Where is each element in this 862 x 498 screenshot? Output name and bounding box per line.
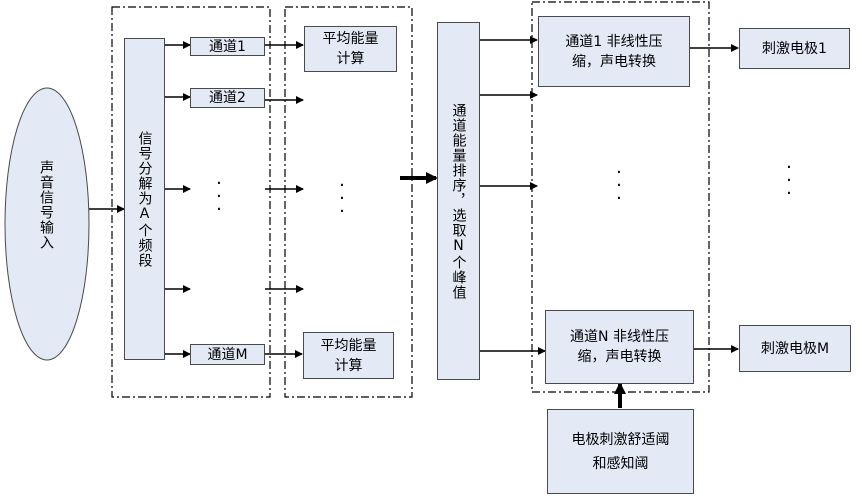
- input-ellipse: [4, 87, 90, 361]
- sort-block: 通道能量排序，选取N个峰值: [437, 22, 480, 380]
- compress-top-line2: 缩，声电转换: [572, 53, 656, 70]
- energy-box-bottom: 平均能量 计算: [303, 332, 394, 379]
- compress-box-top: 通道1 非线性压 缩，声电转换: [538, 16, 690, 87]
- input-label: 声音信号输入: [38, 160, 54, 250]
- compress-bottom-line1: 通道N 非线性压: [570, 329, 669, 345]
- threshold-box: 电极刺激舒适阈 和感知阈: [547, 409, 694, 494]
- electrode-1-label: 刺激电极1: [762, 40, 827, 57]
- channel-1-box: 通道1: [190, 37, 265, 56]
- threshold-line1: 电极刺激舒适阈: [571, 431, 670, 448]
- decompose-label: 信号分解为A个频段: [136, 130, 153, 268]
- electrode-ellipsis: . . .: [786, 152, 792, 199]
- energy-top-line2: 计算: [336, 51, 365, 67]
- channel-2-label: 通道2: [209, 90, 246, 106]
- energy-box-top: 平均能量 计算: [304, 26, 397, 72]
- sort-label: 通道能量排序，选取N个峰值: [450, 102, 467, 300]
- channel-1-label: 通道1: [209, 38, 246, 55]
- decompose-block: 信号分解为A个频段: [124, 38, 165, 360]
- electrode-m-box: 刺激电极M: [739, 325, 851, 372]
- electrode-m-label: 刺激电极M: [760, 340, 830, 357]
- channel-2-box: 通道2: [190, 88, 265, 108]
- electrode-1-box: 刺激电极1: [739, 28, 850, 69]
- channel-m-label: 通道M: [207, 346, 248, 363]
- channel-ellipsis: . . .: [216, 168, 222, 215]
- compress-bottom-line2: 缩，声电转换: [577, 349, 662, 365]
- group-frame-compress: [531, 1, 710, 393]
- compress-ellipsis: . . .: [616, 157, 622, 204]
- group-frame-decompose: [111, 6, 271, 398]
- energy-ellipsis: . . .: [339, 170, 345, 217]
- energy-bottom-line2: 计算: [334, 357, 363, 374]
- group-frame-energy: [284, 6, 413, 398]
- compress-top-line1: 通道1 非线性压: [565, 33, 663, 50]
- compress-box-bottom: 通道N 非线性压 缩，声电转换: [545, 310, 694, 384]
- energy-bottom-line1: 平均能量: [320, 337, 377, 354]
- energy-top-line1: 平均能量: [322, 31, 379, 47]
- threshold-line2: 和感知阈: [592, 455, 649, 472]
- channel-m-box: 通道M: [190, 344, 265, 365]
